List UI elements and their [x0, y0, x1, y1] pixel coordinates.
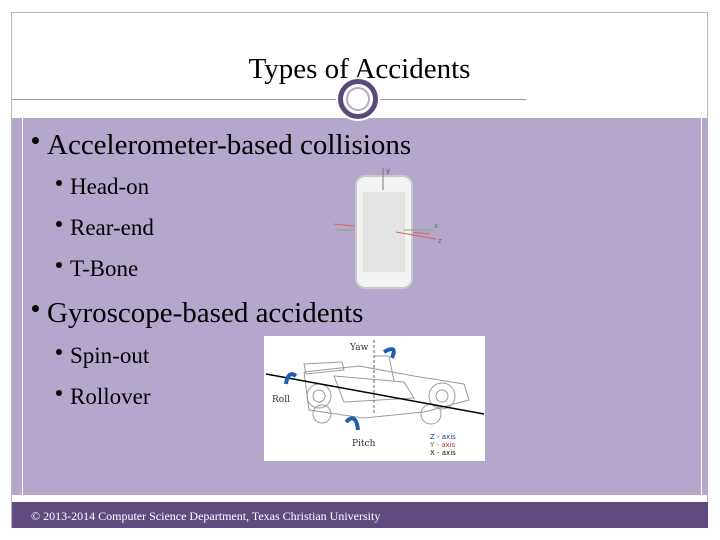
- bullet-dot-icon: [56, 180, 62, 186]
- phone-x-label: x: [434, 222, 438, 230]
- bullet-dot-icon: [56, 262, 62, 268]
- phone-z-label: z: [438, 237, 442, 245]
- bullet-dot-icon: [32, 305, 39, 312]
- bullet-dot-icon: [56, 221, 62, 227]
- race-car-rotation-image: Yaw Roll Pitch Z - axis Y - axis X - axi…: [264, 336, 485, 461]
- bullet-text: Rollover: [70, 384, 151, 409]
- bullet-spin-out: Spin-out: [56, 343, 149, 369]
- footer-bar: [12, 502, 708, 528]
- x-axis-label: X - axis: [430, 449, 456, 457]
- title-divider: [12, 99, 526, 100]
- bullet-text: Spin-out: [70, 343, 150, 368]
- content-panel-border: [22, 118, 702, 495]
- bullet-accelerometer: Accelerometer-based collisions: [32, 129, 411, 162]
- bullet-dot-icon: [56, 349, 62, 355]
- bullet-head-on: Head-on: [56, 174, 149, 200]
- bullet-dot-icon: [56, 390, 62, 396]
- bullet-text: Gyroscope-based accidents: [47, 297, 364, 329]
- bullet-rear-end: Rear-end: [56, 215, 154, 241]
- footer-copyright: © 2013-2014 Computer Science Department,…: [31, 509, 381, 523]
- bullet-text: Head-on: [70, 174, 150, 199]
- bullet-text: Accelerometer-based collisions: [47, 129, 412, 161]
- y-axis-label: Y - axis: [429, 441, 456, 449]
- yaw-label: Yaw: [349, 343, 369, 353]
- bullet-gyroscope: Gyroscope-based accidents: [32, 297, 363, 330]
- pitch-label: Pitch: [352, 439, 376, 449]
- phone-axes-image: y x z: [333, 167, 442, 289]
- roll-label: Roll: [272, 395, 290, 405]
- bullet-dot-icon: [32, 137, 39, 144]
- bullet-rollover: Rollover: [56, 384, 151, 410]
- phone-y-label: y: [386, 167, 390, 175]
- z-axis-label: Z - axis: [430, 433, 456, 441]
- bullet-text: Rear-end: [70, 215, 154, 240]
- bullet-text: T-Bone: [70, 256, 139, 281]
- bullet-t-bone: T-Bone: [56, 256, 138, 282]
- decorative-ring-icon: [338, 79, 378, 119]
